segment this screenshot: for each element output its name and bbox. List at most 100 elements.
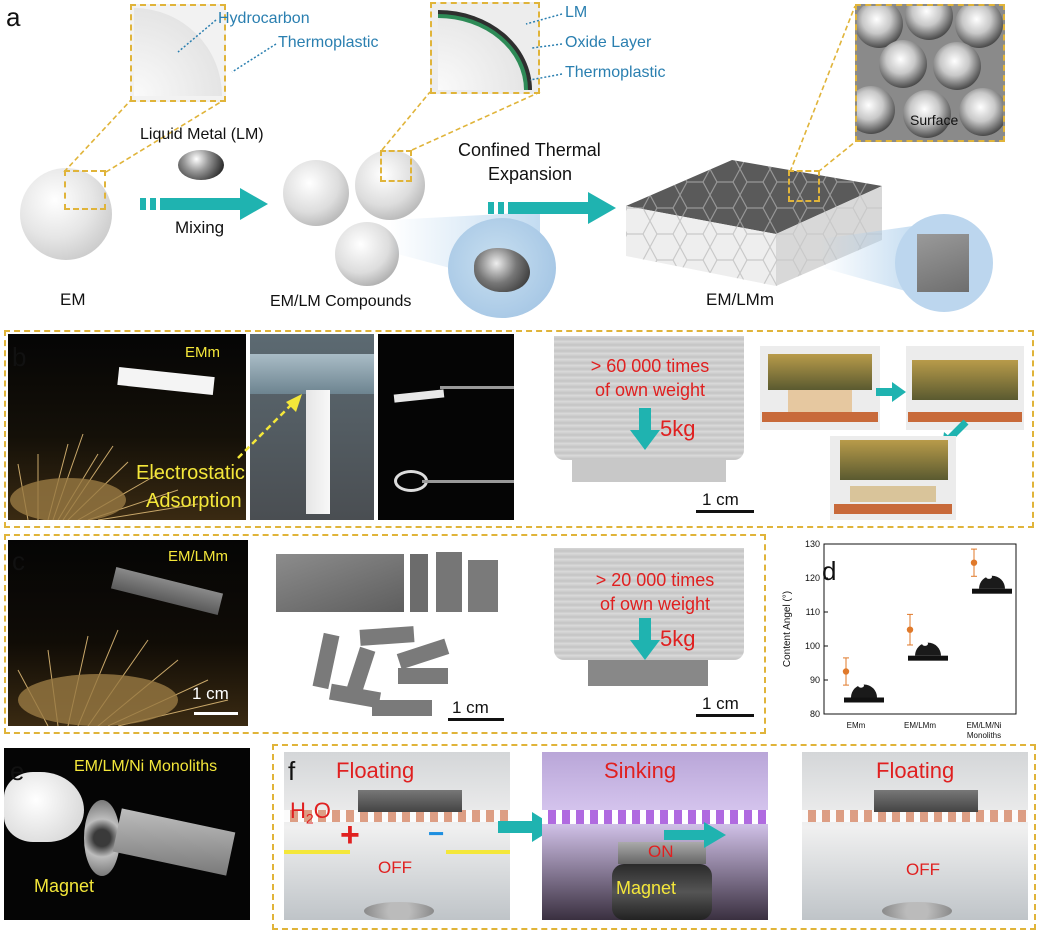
f1-floating-block xyxy=(358,790,462,812)
compound-sphere-3 xyxy=(335,222,399,286)
c-scale-bar-2 xyxy=(448,718,504,721)
inset-surface-box xyxy=(855,4,1005,142)
f-arrow-on xyxy=(664,822,726,848)
panel-f-photo-1 xyxy=(284,752,510,920)
b-load-line1: > 60 000 times xyxy=(590,356,710,376)
mixing-arrow xyxy=(140,188,268,220)
panel-f-photo-3 xyxy=(802,752,1028,920)
block-cube xyxy=(917,234,969,292)
b-scale-bar xyxy=(696,510,754,513)
panel-label-b: b xyxy=(12,342,27,372)
b-compress-1-top xyxy=(768,354,872,390)
c-sample-big xyxy=(276,554,404,612)
f1-base-magnet xyxy=(364,902,434,920)
panel-label-f: f xyxy=(288,756,296,786)
b-load-line2: of own weight xyxy=(594,380,706,400)
tweezer-top xyxy=(440,386,514,389)
inset-hydrocarbon-box xyxy=(130,4,226,102)
expansion-arrow xyxy=(488,192,616,224)
f-h2o-sub: 2 xyxy=(305,810,314,827)
panel-c-frame xyxy=(4,534,766,734)
lm-compound-lump xyxy=(474,248,530,292)
c-piece-7 xyxy=(372,700,432,716)
film-strip xyxy=(250,354,374,394)
c-load-line1: > 20 000 times xyxy=(595,570,715,590)
f-h2o: H2O xyxy=(290,798,331,826)
data-point xyxy=(906,626,914,633)
data-point xyxy=(970,559,978,566)
f3-led-strip xyxy=(802,810,1028,822)
inset1-pointers xyxy=(177,19,277,73)
c-scale-label-2: 1 cm xyxy=(452,698,489,717)
c-weight-sample xyxy=(588,660,708,686)
c-piece-1 xyxy=(359,626,415,646)
b-compress-1-sample xyxy=(788,390,852,412)
c-foxtail-grass xyxy=(17,629,229,726)
ring-magnet xyxy=(84,800,120,876)
panel-b-photo-tweezers xyxy=(378,334,514,520)
em-lm-compounds-label: EM/LM Compounds xyxy=(270,293,412,310)
b-compress-3-sample xyxy=(850,486,936,502)
f-off-2: OFF xyxy=(906,860,940,879)
c-scale-bar-3 xyxy=(696,714,754,717)
monolith-bar xyxy=(112,808,236,876)
f-minus-sign: − xyxy=(428,818,445,849)
y-axis-label: Content Angel (°) xyxy=(782,591,793,667)
panel-label-c: c xyxy=(12,546,25,576)
em-lmm-label: EM/LMm xyxy=(706,290,774,309)
c-piece-4 xyxy=(396,638,450,670)
f-floating-2: Floating xyxy=(876,758,955,783)
c-scale-label-1: 1 cm xyxy=(192,684,229,703)
thermoplastic-label-1: Thermoplastic xyxy=(278,34,379,51)
droplet-highlight xyxy=(986,574,992,579)
weight-base xyxy=(572,460,726,482)
x-category-label: EMm xyxy=(847,721,866,730)
surface-spheres xyxy=(857,6,1003,138)
b-compress-3-top xyxy=(840,440,948,480)
block-photo xyxy=(895,214,993,312)
droplet-highlight xyxy=(922,641,928,646)
droplet xyxy=(915,642,941,656)
f3-base-magnet xyxy=(882,902,952,920)
b-compress-2-top xyxy=(912,360,1018,400)
y-tick-label: 110 xyxy=(806,607,820,617)
hydrocarbon-label: Hydrocarbon xyxy=(218,10,310,27)
b-compress-2 xyxy=(906,346,1024,430)
confined-thermal-line1: Confined Thermal xyxy=(458,140,601,160)
em-zoom-box xyxy=(64,170,106,210)
compound-sphere-1 xyxy=(283,160,349,226)
glove xyxy=(4,772,84,842)
f1-electrode-right xyxy=(446,850,510,854)
panel-e-photo xyxy=(4,748,250,920)
plot-frame xyxy=(823,543,1017,715)
f-h2o-o: O xyxy=(313,798,331,823)
surface-label: Surface xyxy=(910,112,959,128)
em-lmm-block xyxy=(626,160,882,286)
panel-label-a: a xyxy=(6,2,21,32)
thermoplastic-label-2: Thermoplastic xyxy=(565,64,666,81)
b-compress-1 xyxy=(760,346,880,430)
emm-label: EMm xyxy=(185,344,220,361)
panel-f-photo-2 xyxy=(542,752,768,920)
c-load-mass: 5kg xyxy=(660,626,696,651)
mixing-label: Mixing xyxy=(175,218,225,237)
c-down-arrow xyxy=(630,618,660,660)
compound-zoom-box xyxy=(380,150,412,182)
y-tick-label: 90 xyxy=(810,675,820,685)
f1-led-strip xyxy=(284,810,510,822)
c-scale-bar-1 xyxy=(194,712,238,715)
panel-label-e: e xyxy=(10,756,25,786)
c-sample-b xyxy=(436,552,462,612)
compound-photo xyxy=(448,218,556,318)
f2-led-strip xyxy=(542,810,768,824)
e-monoliths-label: EM/LM/Ni Monoliths xyxy=(74,758,218,775)
b-compress-2-bottom xyxy=(908,412,1022,422)
b-compress-3-bottom xyxy=(834,504,952,514)
em-sphere xyxy=(20,168,112,260)
c-piece-2 xyxy=(312,632,340,690)
y-tick-label: 80 xyxy=(810,709,820,719)
e-magnet-label: Magnet xyxy=(34,876,95,896)
electrostatic-line1: Electrostatic xyxy=(136,462,245,484)
b-compress-1-bottom xyxy=(762,412,878,422)
